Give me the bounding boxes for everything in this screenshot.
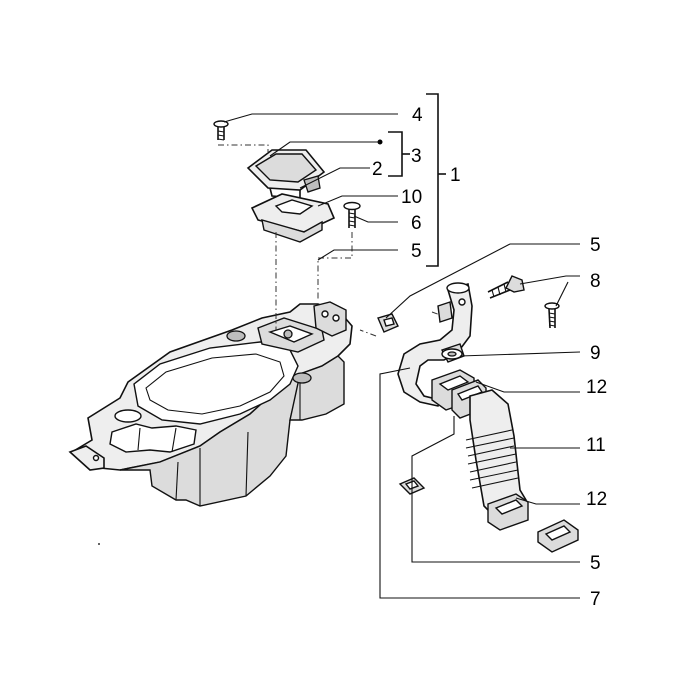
hose-part-11 — [465, 389, 529, 531]
callout-10: 10 — [401, 187, 422, 208]
leader-lines — [223, 93, 581, 599]
screw-part-6 — [343, 201, 361, 228]
callout-7: 7 — [590, 589, 601, 610]
callout-12-upper: 12 — [586, 377, 607, 398]
callout-8: 8 — [590, 271, 601, 292]
callout-5-lower: 5 — [590, 553, 601, 574]
lid-part-3 — [246, 149, 326, 199]
alignment-lines — [218, 144, 455, 337]
callout-11: 11 — [586, 435, 606, 456]
screw-part-4 — [213, 120, 229, 141]
washer-part-9 — [441, 348, 463, 360]
callout-5-right: 5 — [590, 235, 601, 256]
clip-part-5 — [377, 313, 399, 333]
storage-compartment — [68, 301, 353, 545]
frame-part-10 — [250, 193, 336, 243]
seal-part — [537, 519, 579, 553]
callout-labels: 4 3 2 1 10 6 5 5 8 9 12 11 12 5 7 — [372, 105, 607, 610]
callout-3: 3 — [411, 146, 422, 167]
callout-1: 1 — [450, 165, 461, 186]
callout-6: 6 — [411, 213, 422, 234]
callout-9: 9 — [590, 343, 601, 364]
callout-2: 2 — [372, 159, 383, 180]
callout-12-lower: 12 — [586, 489, 607, 510]
callout-5-top: 5 — [411, 241, 422, 262]
air-duct-part-7 — [397, 282, 487, 419]
bolt-part-8 — [487, 275, 525, 299]
callout-4: 4 — [412, 105, 423, 126]
screw-part-8 — [544, 302, 560, 329]
